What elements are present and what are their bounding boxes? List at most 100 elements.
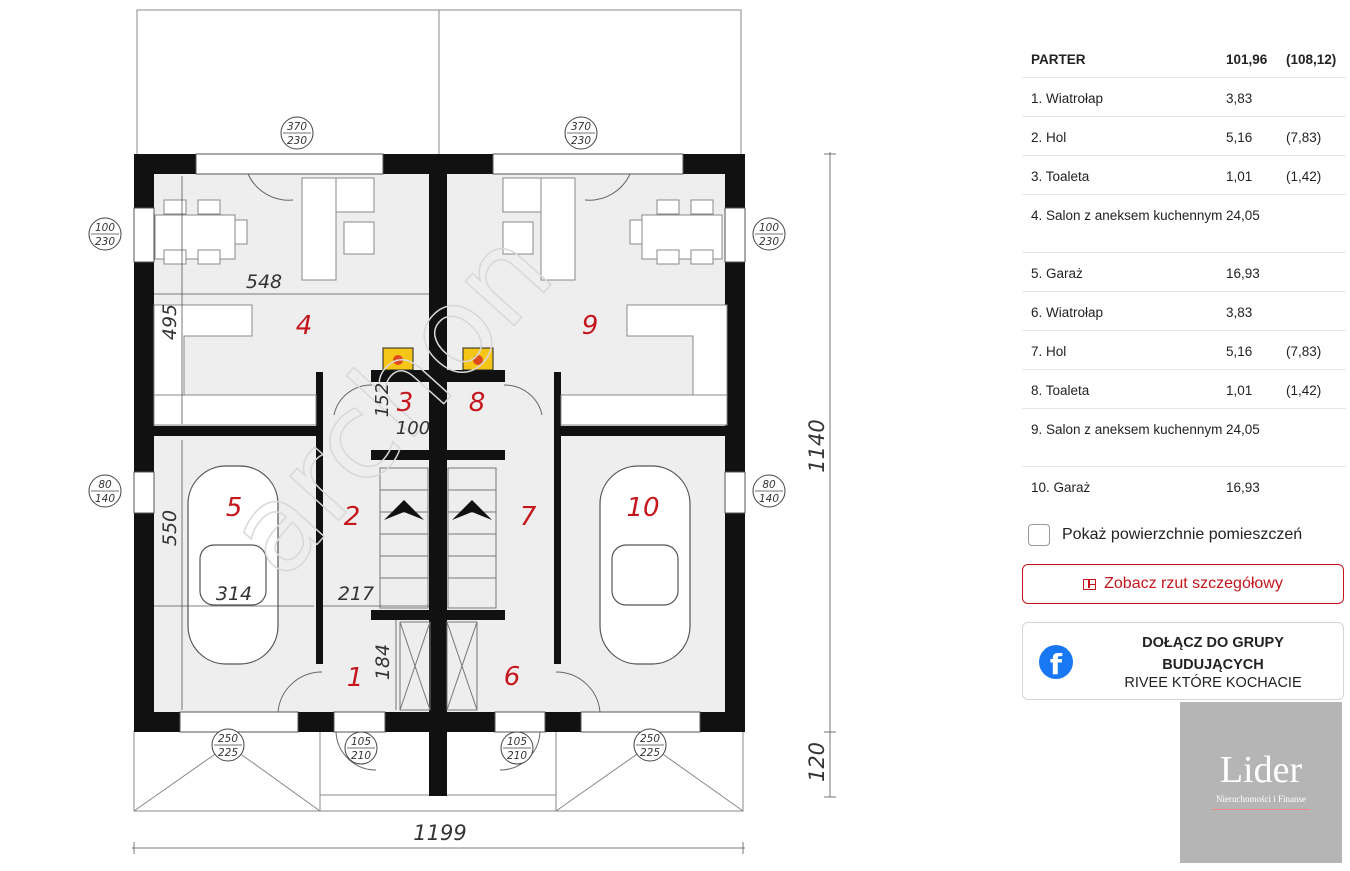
room-number-2: 2 [344,502,361,532]
room-name: 9. Salon z aneksem kuchennym [1031,422,1223,437]
agency-logo-tagline: Nieruchomości i Finanse [1216,794,1306,804]
facebook-group-card[interactable]: f DOŁĄCZ DO GRUPY BUDUJĄCYCH RIVEE KTÓRE… [1022,622,1344,700]
dim-495: 495 [159,304,181,340]
room-name: 4. Salon z aneksem kuchennym [1031,208,1223,223]
table-row: 6. Wiatrołap 3,83 [1022,292,1346,331]
room-gross-area: (1,42) [1286,169,1322,184]
room-net-area: 24,05 [1226,422,1260,437]
room-number-10: 10 [626,493,659,523]
opening-label-bottom: 230 [759,236,779,248]
cars [187,465,691,665]
opening-bubble: 250 225 [211,728,245,762]
dim-152: 152 [372,383,393,417]
fireplaces [382,347,494,371]
opening-label-bottom: 140 [95,493,115,505]
dim-100: 100 [396,418,430,439]
room-gross-area [1286,78,1346,116]
opening-label-top: 250 [218,733,238,745]
dim-120: 120 [805,742,829,782]
room-gross-area: (1,42) [1286,383,1322,398]
furniture [153,177,728,426]
table-row: 3. Toaleta 1,01 (1,42) [1022,156,1346,195]
room-name: 8. Toaleta [1031,383,1090,398]
room-number-7: 7 [520,502,537,532]
dim-1140: 1140 [805,419,829,472]
room-gross-area [1286,467,1346,505]
room-number-9: 9 [582,311,599,341]
room-net-area: 16,93 [1226,266,1260,281]
dim-1199: 1199 [413,821,466,845]
opening-label-bottom: 230 [95,236,115,248]
stairs [379,467,497,711]
opening-label-top: 370 [287,121,307,133]
windows [133,153,746,733]
floor-label: PARTER [1031,52,1086,67]
room-gross-area [1286,292,1346,330]
room-gross-area: (7,83) [1286,130,1322,145]
room-name: 5. Garaż [1031,266,1083,281]
room-net-area: 5,16 [1226,130,1253,145]
opening-label-bottom: 140 [759,493,779,505]
agency-logo-name: Lider [1219,749,1303,791]
area-table: PARTER 101,96 (108,12) 1. Wiatrołap 3,83… [1022,38,1346,505]
opening-bubble: 80 140 [88,474,122,508]
room-name: 2. Hol [1031,130,1067,145]
room-gross-area [1286,409,1346,466]
opening-bubble: 100 230 [88,217,122,251]
room-number-5: 5 [226,493,243,523]
opening-bubble: 250 225 [633,728,667,762]
opening-label-top: 100 [95,222,115,234]
dim-550: 550 [159,510,181,546]
floor-plan-icon [1083,578,1097,590]
show-areas-label[interactable]: Pokaż powierzchnie pomieszczeń [1062,526,1303,543]
table-row: 2. Hol 5,16 (7,83) [1022,117,1346,156]
table-row: 9. Salon z aneksem kuchennym 24,05 [1022,409,1346,467]
detail-plan-button-label: Zobacz rzut szczegółowy [1104,575,1283,592]
table-row: 10. Garaż 16,93 [1022,467,1346,505]
opening-label-top: 105 [507,736,527,748]
opening-bubble: 105 210 [344,731,378,765]
dim-548: 548 [246,271,282,293]
room-name: 7. Hol [1031,344,1067,359]
opening-label-bottom: 225 [218,747,238,759]
floor-net-area: 101,96 [1226,52,1268,67]
walls [134,154,745,796]
room-number-8: 8 [469,388,486,418]
floor-plan: archon 548 495 550 314 217 152 100 184 1… [88,9,836,854]
opening-label-top: 80 [762,479,776,491]
facebook-card-subtitle: RIVEE KTÓRE KOCHACIE [1124,675,1302,691]
room-name: 1. Wiatrołap [1031,91,1104,106]
detail-plan-button[interactable]: Zobacz rzut szczegółowy [1022,564,1344,604]
opening-bubble: 370 230 [280,116,314,150]
dimension-lines [132,152,836,854]
area-table-header: PARTER 101,96 (108,12) [1022,38,1346,78]
opening-bubble: 100 230 [752,217,786,251]
table-row: 1. Wiatrołap 3,83 [1022,78,1346,117]
opening-label-top: 105 [351,736,371,748]
room-name: 3. Toaleta [1031,169,1090,184]
opening-bubble: 370 230 [564,116,598,150]
room-name: 10. Garaż [1031,480,1091,495]
opening-label-bottom: 210 [351,750,371,762]
opening-label-top: 370 [571,121,591,133]
show-areas-toggle[interactable]: Pokaż powierzchnie pomieszczeń [1028,524,1302,546]
room-gross-area [1286,195,1346,252]
dim-314: 314 [216,583,252,605]
room-number-4: 4 [296,311,313,341]
room-net-area: 5,16 [1226,344,1253,359]
room-number-1: 1 [347,663,364,693]
room-net-area: 1,01 [1226,383,1253,398]
room-number-6: 6 [504,662,521,692]
room-net-area: 1,01 [1226,169,1253,184]
door-swings [247,173,631,771]
logo-underline [1212,809,1310,810]
room-net-area: 3,83 [1226,91,1253,106]
opening-label-top: 100 [759,222,779,234]
room-gross-area [1286,253,1346,291]
room-net-area: 16,93 [1226,480,1260,495]
opening-label-bottom: 225 [640,747,660,759]
opening-bubble: 80 140 [752,474,786,508]
table-row: 8. Toaleta 1,01 (1,42) [1022,370,1346,409]
show-areas-checkbox[interactable] [1028,524,1050,546]
floor-gross-area: (108,12) [1286,52,1337,67]
